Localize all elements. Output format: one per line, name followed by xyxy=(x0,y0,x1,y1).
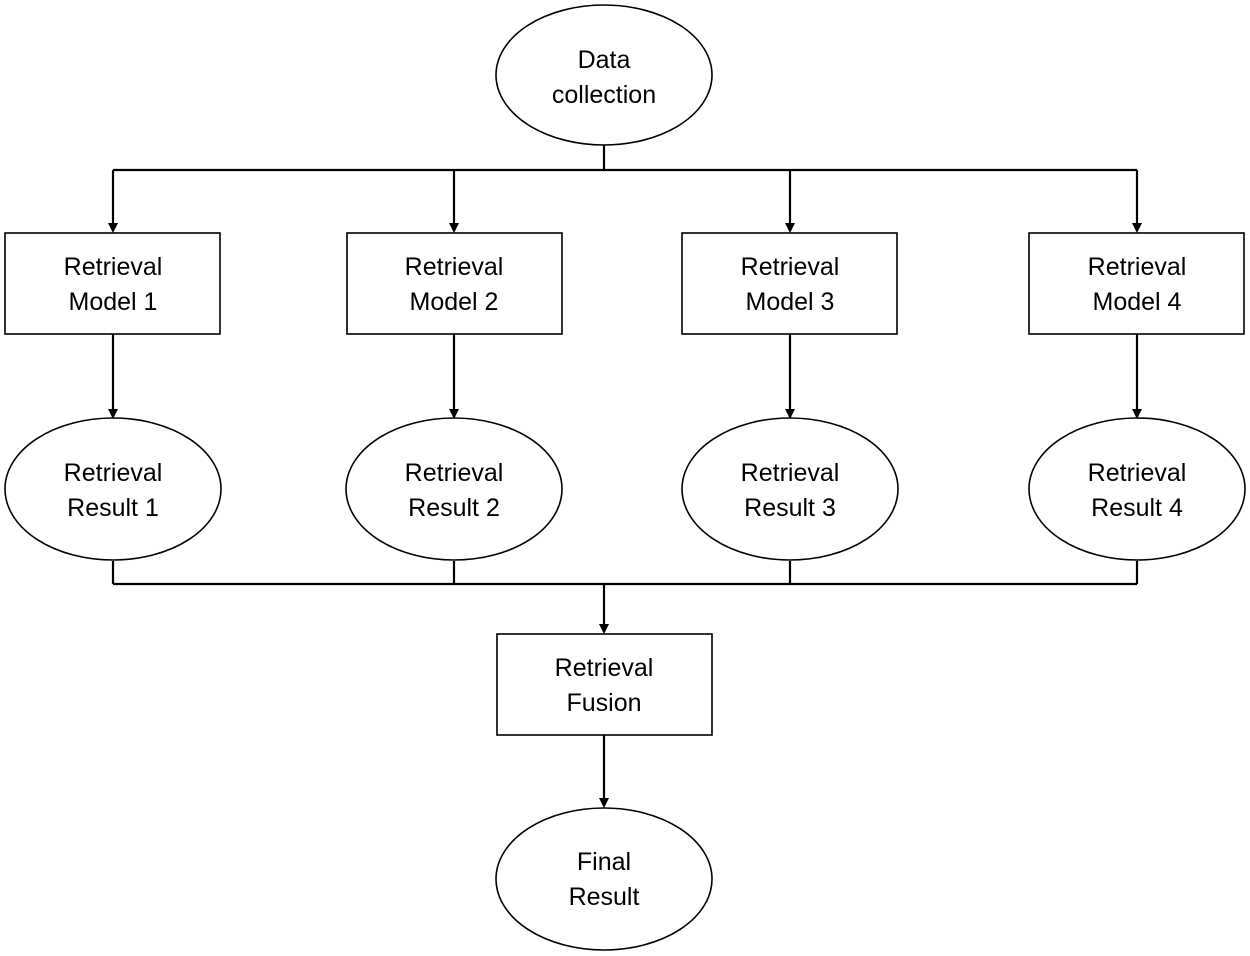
node-data-collection: Data collection xyxy=(495,4,713,146)
result-3-ellipse xyxy=(681,417,899,561)
result-2-ellipse xyxy=(345,417,563,561)
fusion-label-line1: Retrieval xyxy=(555,654,654,682)
final-result-label-line1: Final xyxy=(577,848,631,876)
final-result-label-line2: Result xyxy=(569,883,640,911)
node-result-1: Retrieval Result 1 xyxy=(4,417,222,561)
result-3-label-line2: Result 3 xyxy=(744,494,836,522)
model-3-label-line2: Model 3 xyxy=(746,288,835,316)
connectors xyxy=(108,145,1142,808)
fusion-box xyxy=(496,633,713,736)
result-1-label-line2: Result 1 xyxy=(67,494,159,522)
node-result-4: Retrieval Result 4 xyxy=(1028,417,1246,561)
result-3-label-line1: Retrieval xyxy=(741,459,840,487)
model-2-label-line1: Retrieval xyxy=(405,253,504,281)
data-collection-ellipse xyxy=(495,4,713,146)
result-1-label-line1: Retrieval xyxy=(64,459,163,487)
result-2-label-line2: Result 2 xyxy=(408,494,500,522)
node-model-3: Retrieval Model 3 xyxy=(681,232,898,335)
model-3-label-line1: Retrieval xyxy=(741,253,840,281)
model-1-label-line2: Model 1 xyxy=(69,288,158,316)
final-result-ellipse xyxy=(495,807,713,951)
node-result-3: Retrieval Result 3 xyxy=(681,417,899,561)
result-4-ellipse xyxy=(1028,417,1246,561)
result-4-label-line2: Result 4 xyxy=(1091,494,1183,522)
model-4-label-line1: Retrieval xyxy=(1088,253,1187,281)
node-model-4: Retrieval Model 4 xyxy=(1028,232,1245,335)
model-1-label-line1: Retrieval xyxy=(64,253,163,281)
result-2-label-line1: Retrieval xyxy=(405,459,504,487)
data-collection-label-line1: Data xyxy=(578,46,631,74)
result-4-label-line1: Retrieval xyxy=(1088,459,1187,487)
model-4-box xyxy=(1028,232,1245,335)
node-model-2: Retrieval Model 2 xyxy=(346,232,563,335)
fusion-label-line2: Fusion xyxy=(566,689,641,717)
data-collection-label-line2: collection xyxy=(552,81,656,109)
model-4-label-line2: Model 4 xyxy=(1093,288,1182,316)
node-fusion: Retrieval Fusion xyxy=(496,633,713,736)
result-1-ellipse xyxy=(4,417,222,561)
node-model-1: Retrieval Model 1 xyxy=(4,232,221,335)
node-result-2: Retrieval Result 2 xyxy=(345,417,563,561)
model-3-box xyxy=(681,232,898,335)
model-1-box xyxy=(4,232,221,335)
model-2-label-line2: Model 2 xyxy=(410,288,499,316)
node-final-result: Final Result xyxy=(495,807,713,951)
model-2-box xyxy=(346,232,563,335)
